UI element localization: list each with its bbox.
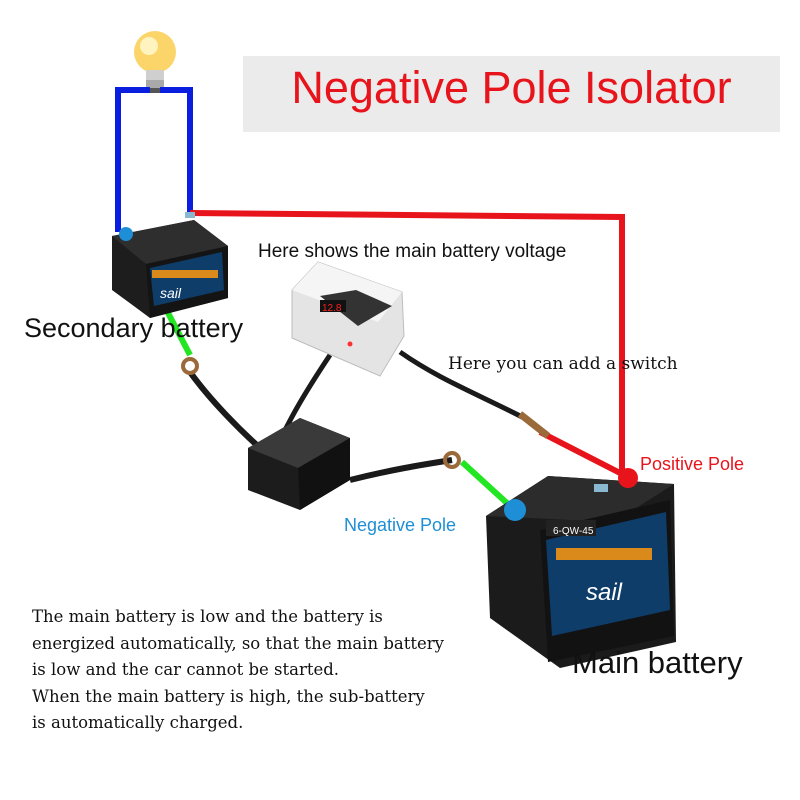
voltmeter — [291, 261, 405, 377]
ring-lug-secondary — [181, 357, 199, 375]
cable-to-secondary — [187, 370, 263, 451]
page-title: Negative Pole Isolator — [291, 62, 732, 113]
cable-to-switch — [398, 349, 530, 423]
positive-wire — [189, 210, 625, 474]
voltage-note: Here shows the main battery voltage — [258, 241, 567, 262]
negative-pole-label: Negative Pole — [344, 515, 457, 535]
main-battery — [486, 468, 676, 668]
isolator-controller — [248, 418, 350, 510]
positive-wire-switch — [538, 429, 624, 477]
switch-note: Here you can add a switch — [448, 354, 678, 374]
light-bulb-icon — [134, 31, 176, 93]
switch-lug — [517, 411, 551, 439]
main-battery-model: 6-QW-45 — [553, 526, 594, 537]
description-line: is automatically charged. — [32, 713, 244, 732]
main-battery-label: Main battery — [572, 645, 743, 680]
description: The main battery is low and the battery … — [32, 604, 552, 737]
load-wire — [115, 87, 150, 232]
positive-pole-label: Positive Pole — [640, 454, 745, 474]
main-battery-brand: sail — [586, 579, 623, 606]
description-line: energized automatically, so that the mai… — [32, 633, 444, 653]
voltmeter-indicator — [347, 341, 353, 347]
description-line: The main battery is low and the battery … — [32, 607, 383, 626]
description-line: is low and the car cannot be started. — [32, 660, 340, 679]
ring-lug-main — [443, 451, 461, 469]
voltmeter-reading: 12.8 — [322, 303, 342, 314]
load-wire-return — [160, 87, 193, 213]
secondary-battery — [112, 212, 228, 318]
description-line: When the main battery is high, the sub-b… — [32, 686, 425, 706]
title-banner — [243, 56, 780, 132]
cable-to-main — [349, 457, 453, 483]
secondary-battery-brand: sail — [160, 285, 182, 301]
secondary-battery-label: Secondary battery — [24, 313, 244, 343]
negative-wire-main — [459, 459, 511, 507]
